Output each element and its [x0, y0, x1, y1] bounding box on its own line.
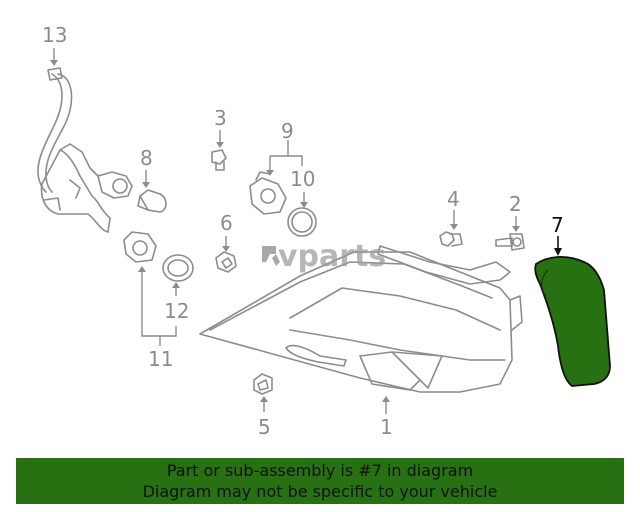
callout-3: 3: [214, 106, 227, 130]
callout-labels: 13 8 3 9 10 6 12 11 4 2 5 1 7: [42, 23, 564, 439]
socket-part[interactable]: [249, 171, 287, 215]
notice-line-1: Part or sub-assembly is #7 in diagram: [166, 461, 474, 480]
callout-8: 8: [140, 146, 153, 170]
bulb-small-part[interactable]: [211, 149, 227, 171]
callout-11: 11: [148, 347, 173, 371]
callout-7: 7: [551, 213, 564, 237]
callout-9: 9: [281, 119, 294, 143]
highlighted-lens-part[interactable]: [534, 256, 611, 387]
callout-5: 5: [258, 415, 271, 439]
gasket-part[interactable]: [287, 207, 317, 237]
callout-10: 10: [290, 167, 315, 191]
notice-line-2: Diagram may not be specific to your vehi…: [142, 482, 498, 501]
screw-long-part[interactable]: [495, 233, 525, 251]
callout-6: 6: [220, 211, 233, 235]
callout-13: 13: [42, 23, 67, 47]
bulb-part[interactable]: [137, 189, 167, 213]
callout-1: 1: [380, 415, 393, 439]
wire-harness-part[interactable]: [37, 67, 133, 233]
gasket-lower-part[interactable]: [162, 254, 194, 282]
watermark-logo: vparts: [262, 239, 386, 274]
callout-12: 12: [164, 299, 189, 323]
notice-banner: Part or sub-assembly is #7 in diagram Di…: [16, 458, 624, 504]
callout-2: 2: [509, 192, 522, 216]
callout-4: 4: [447, 187, 460, 211]
leader-lines: [50, 48, 562, 414]
socket-lower-part[interactable]: [123, 231, 157, 263]
screw-part[interactable]: [439, 231, 463, 247]
nut-part[interactable]: [215, 251, 237, 273]
grommet-part[interactable]: [253, 373, 273, 395]
watermark-text: vparts: [278, 239, 386, 274]
tail-lamp-assembly-part[interactable]: [199, 245, 523, 393]
